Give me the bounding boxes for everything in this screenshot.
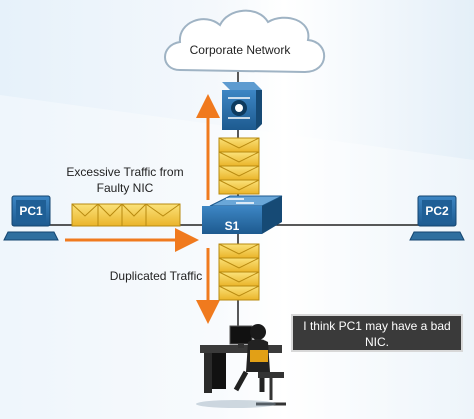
envelope-icon: [218, 179, 260, 195]
duplicated-traffic-label: Duplicated Traffic: [109, 269, 203, 283]
cloud-icon: [164, 9, 326, 74]
pc-icon: [409, 195, 465, 241]
envelope-icon: [218, 137, 260, 153]
pc2-label: PC2: [425, 204, 449, 218]
speech-line-2: NIC.: [365, 335, 389, 349]
excessive-traffic-line-1: Excessive Traffic from: [66, 165, 184, 179]
user-at-desk-icon: [196, 324, 286, 408]
envelope-icon: [97, 203, 123, 227]
envelope-icon: [71, 203, 99, 227]
envelope-icon: [145, 203, 181, 227]
envelope-icon: [218, 271, 260, 287]
switch-s1-label: S1: [224, 219, 240, 233]
speech-bubble: I think PC1 may have a bad NIC.: [291, 314, 463, 352]
envelope-icon: [218, 151, 260, 167]
envelope-stack-lower: [218, 243, 260, 301]
envelope-stack-upper: [218, 137, 260, 195]
excessive-traffic-line-2: Faulty NIC: [96, 181, 154, 195]
excessive-traffic-label: Excessive Traffic from Faulty NIC: [58, 164, 192, 196]
pc-icon: [3, 195, 59, 241]
envelope-icon: [218, 165, 260, 181]
multilayer-switch-icon: [222, 82, 262, 130]
envelope-icon: [121, 203, 147, 227]
envelope-row-horizontal: [71, 203, 181, 227]
switch-icon: [202, 195, 283, 234]
cloud-label: Corporate Network: [189, 43, 291, 57]
envelope-icon: [218, 285, 260, 301]
envelope-icon: [218, 257, 260, 273]
envelope-icon: [218, 243, 260, 259]
pc1-label: PC1: [19, 204, 43, 218]
speech-line-1: I think PC1 may have a bad: [303, 319, 451, 333]
